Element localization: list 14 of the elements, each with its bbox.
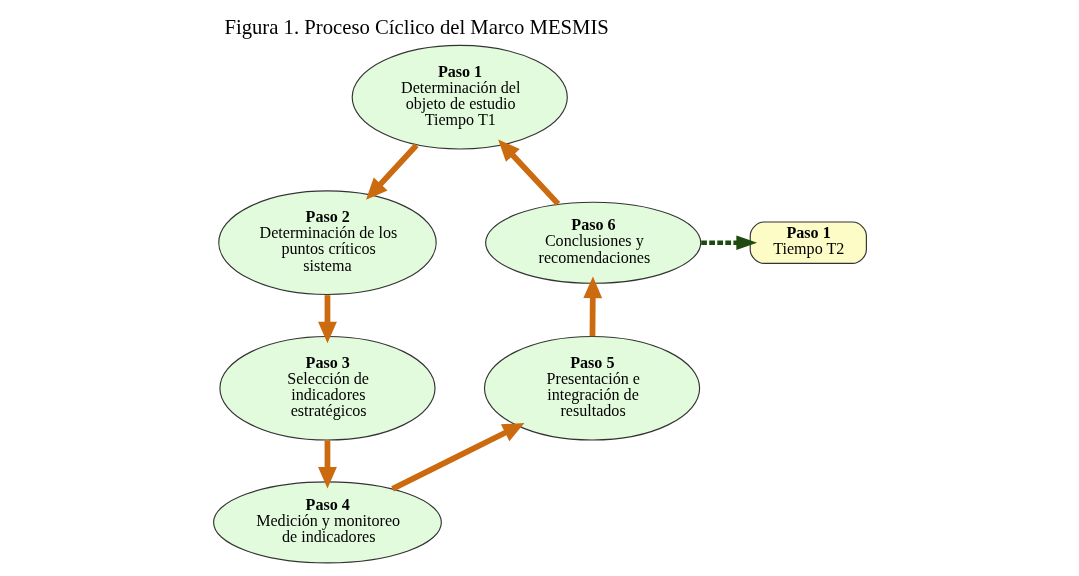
node-box: Paso 1 Tiempo T2 (749, 221, 867, 264)
node-ellipse: Paso 4 Medición y monitoreo de indicadores (212, 481, 442, 564)
diagram-title: Figura 1. Proceso Cíclico del Marco MESMIS (223, 16, 609, 39)
arrow (700, 235, 757, 250)
arrow (390, 423, 524, 492)
arrow (497, 139, 560, 206)
node-ellipse: Paso 6 Conclusiones y recomendaciones (484, 201, 701, 284)
arrow (582, 276, 602, 337)
arrow (317, 295, 337, 344)
node-ellipse: Paso 3 Selección de indicadores estratégicos (218, 335, 436, 441)
arrow (317, 440, 337, 489)
arrow (365, 143, 419, 200)
node-ellipse: Paso 2 Determinación de los puntos críticos sistema (217, 190, 437, 296)
node-ellipse: Paso 1 Determinación del objeto de estudio Tiempo T1 (351, 44, 568, 150)
